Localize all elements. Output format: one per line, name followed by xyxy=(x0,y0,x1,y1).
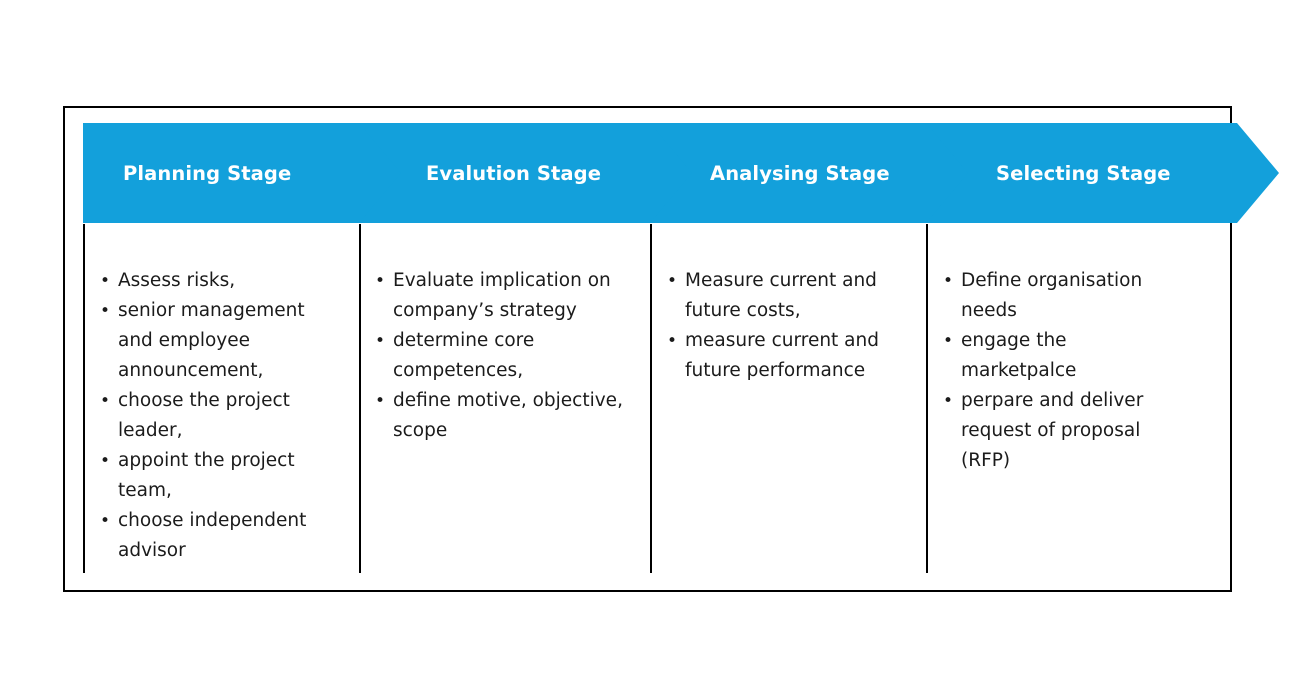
column-divider-4 xyxy=(926,224,928,573)
stage-header-selecting[interactable]: Selecting Stage xyxy=(926,123,1279,223)
list-item: Evaluate implication on company’s strate… xyxy=(373,266,633,326)
stage-body-selecting: Define organisation needs engage the mar… xyxy=(941,266,1171,476)
column-divider-2 xyxy=(359,224,361,573)
stage-header-evalution[interactable]: Evalution Stage xyxy=(359,123,709,223)
bullet-list-planning: Assess risks, senior management and empl… xyxy=(98,266,343,566)
stage-body-evalution: Evaluate implication on company’s strate… xyxy=(373,266,633,446)
list-item: measure current and future performance xyxy=(665,326,915,386)
bullet-list-selecting: Define organisation needs engage the mar… xyxy=(941,266,1171,476)
stage-title-analysing: Analysing Stage xyxy=(710,161,890,185)
stage-header-band: Planning Stage Evalution Stage Analysing… xyxy=(65,108,1234,594)
diagram-frame: Planning Stage Evalution Stage Analysing… xyxy=(63,106,1232,592)
list-item: Define organisation needs xyxy=(941,266,1171,326)
stage-header-planning[interactable]: Planning Stage xyxy=(83,123,406,223)
list-item: engage the marketpalce xyxy=(941,326,1171,386)
stage-title-planning: Planning Stage xyxy=(123,161,292,185)
stage-body-planning: Assess risks, senior management and empl… xyxy=(98,266,343,566)
bullet-list-evalution: Evaluate implication on company’s strate… xyxy=(373,266,633,446)
list-item: choose independent advisor xyxy=(98,506,343,566)
list-item: perpare and deliver request of proposal … xyxy=(941,386,1171,476)
list-item: choose the project leader, xyxy=(98,386,343,446)
bullet-list-analysing: Measure current and future costs, measur… xyxy=(665,266,915,386)
list-item: senior management and employee announcem… xyxy=(98,296,343,386)
stage-body-analysing: Measure current and future costs, measur… xyxy=(665,266,915,386)
list-item: Assess risks, xyxy=(98,266,343,296)
list-item: determine core competences, xyxy=(373,326,633,386)
list-item: Measure current and future costs, xyxy=(665,266,915,326)
column-divider-1 xyxy=(83,224,85,573)
column-divider-3 xyxy=(650,224,652,573)
stage-title-evalution: Evalution Stage xyxy=(426,161,602,185)
stage-title-selecting: Selecting Stage xyxy=(996,161,1171,185)
list-item: appoint the project team, xyxy=(98,446,343,506)
list-item: define motive, objective, scope xyxy=(373,386,633,446)
stage-header-analysing[interactable]: Analysing Stage xyxy=(650,123,993,223)
